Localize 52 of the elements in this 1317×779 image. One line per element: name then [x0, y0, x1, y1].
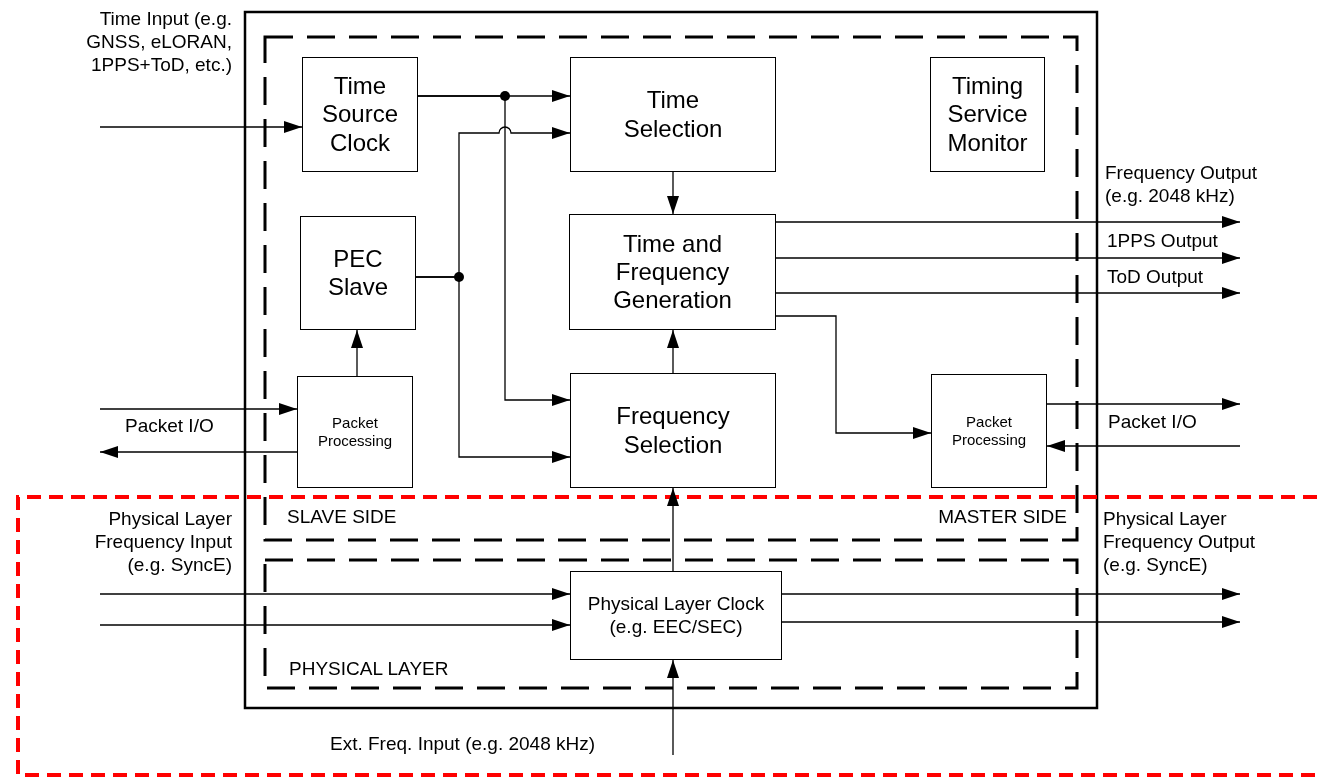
edge-label: Packet I/O	[125, 415, 215, 438]
process-box	[570, 571, 782, 660]
process-box	[930, 57, 1045, 172]
edge-label: 1PPS Output	[1107, 230, 1219, 253]
process-box	[570, 57, 776, 172]
process-box	[297, 376, 413, 488]
dashed-region	[265, 560, 1077, 688]
arrow	[99, 588, 571, 600]
arrow	[417, 95, 571, 406]
edge-label: Packet I/O	[1108, 411, 1198, 434]
arrow	[415, 276, 571, 463]
arrow	[775, 252, 1241, 264]
region-label: MASTER SIDE	[938, 506, 1067, 528]
box-label: Timing Service Monitor	[946, 72, 1029, 157]
box-label: Frequency Selection	[615, 402, 731, 459]
region-label: SLAVE SIDE	[287, 506, 397, 528]
dashed-region	[265, 37, 1077, 540]
arrow	[781, 616, 1241, 628]
box-label: Time Selection	[622, 86, 724, 143]
edge-label: Time Input (e.g. GNSS, eLORAN, 1PPS+ToD, etc.)	[86, 8, 232, 77]
arrow	[775, 315, 932, 439]
box-label: Time and Frequency Generation	[612, 229, 733, 315]
arrow	[667, 659, 679, 756]
box-label: Packet Processing	[316, 414, 394, 450]
arrow	[1046, 440, 1241, 452]
process-box	[569, 214, 776, 330]
arrow	[99, 121, 303, 133]
arrow	[775, 287, 1241, 299]
arrow	[99, 619, 571, 631]
process-box	[570, 373, 776, 488]
box-label: Time Source Clock	[320, 72, 399, 157]
region-label: PHYSICAL LAYER	[289, 658, 449, 680]
arrow	[99, 403, 298, 415]
box-label: PEC Slave	[326, 244, 389, 302]
arrow	[775, 216, 1241, 228]
arrow	[667, 171, 679, 215]
edge-label: Physical Layer Frequency Input (e.g. SyncE)	[93, 508, 232, 577]
edge-label: Physical Layer Frequency Output (e.g. SyncE)	[1103, 508, 1257, 577]
box-label: Packet Processing	[950, 413, 1028, 449]
arrow	[667, 487, 679, 572]
arrow	[99, 446, 298, 458]
arrow	[667, 329, 679, 374]
process-box	[302, 57, 418, 172]
arrow	[351, 329, 363, 377]
edge-label: Frequency Output (e.g. 2048 kHz)	[1105, 162, 1259, 208]
edge-label: ToD Output	[1107, 266, 1205, 289]
process-box	[300, 216, 416, 330]
arrow	[781, 588, 1241, 600]
box-label: Physical Layer Clock (e.g. EEC/SEC)	[586, 593, 766, 638]
process-box	[931, 374, 1047, 488]
edge-label: Ext. Freq. Input (e.g. 2048 kHz)	[330, 733, 597, 756]
arrow	[1046, 398, 1241, 410]
